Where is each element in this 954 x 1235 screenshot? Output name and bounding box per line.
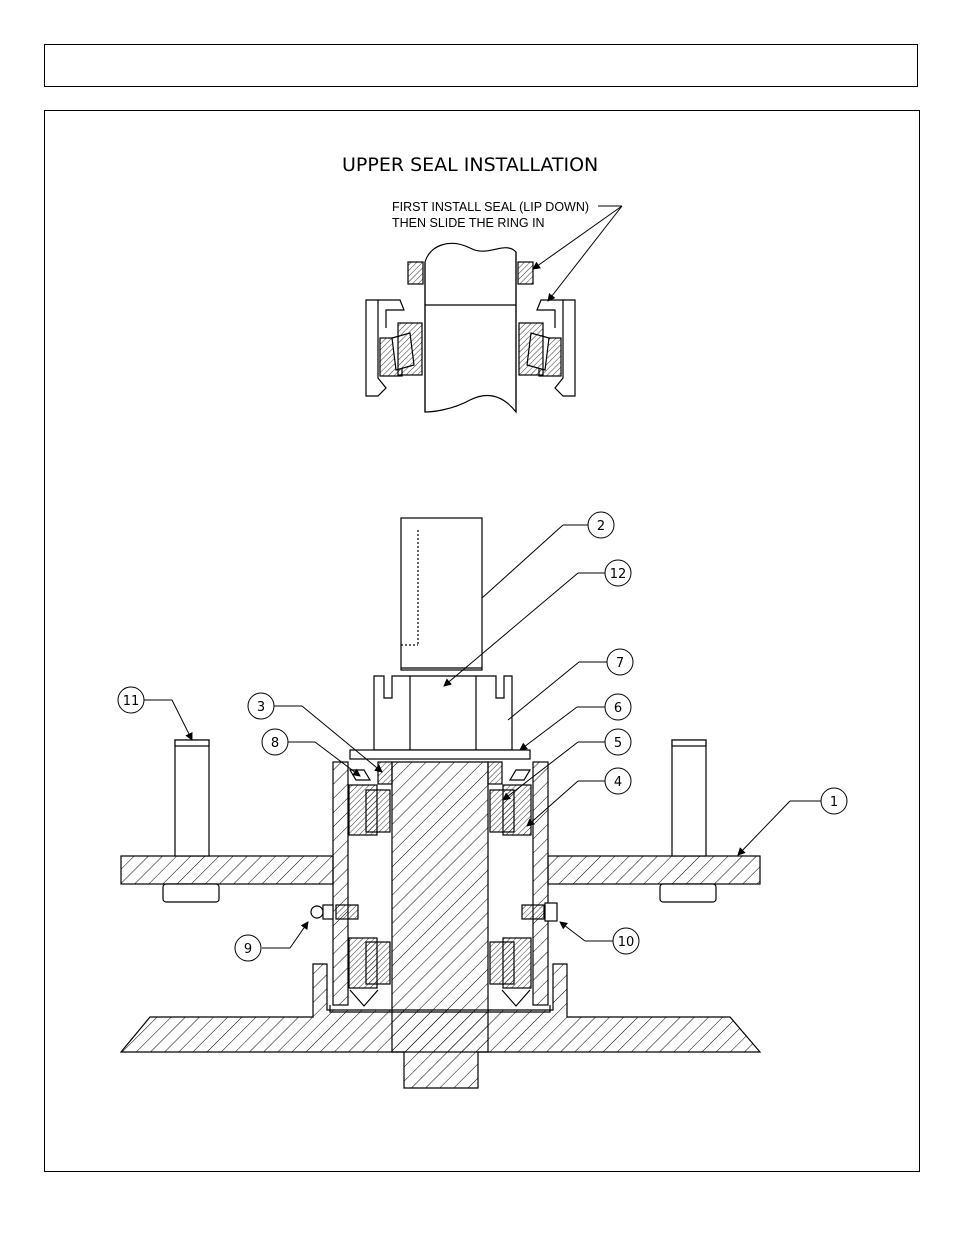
callout-9: 9 — [234, 934, 262, 962]
callout-10: 10 — [612, 927, 640, 955]
header-box — [44, 44, 918, 87]
note-line-1: FIRST INSTALL SEAL (LIP DOWN) — [392, 200, 589, 214]
main-assembly — [119, 517, 762, 1089]
upper-seal-detail — [365, 242, 576, 414]
note-line-2: THEN SLIDE THE RING IN — [392, 216, 545, 230]
callout-7: 7 — [606, 648, 634, 676]
svg-text:10: 10 — [618, 935, 635, 950]
callout-2: 2 — [587, 511, 615, 539]
diagram-frame — [44, 110, 920, 1172]
svg-text:8: 8 — [271, 736, 279, 751]
callout-3: 3 — [247, 692, 275, 720]
callout-11: 11 — [117, 686, 145, 714]
svg-text:7: 7 — [616, 656, 624, 671]
callouts — [144, 524, 821, 949]
svg-text:4: 4 — [614, 775, 622, 790]
svg-text:5: 5 — [614, 736, 622, 751]
svg-text:6: 6 — [614, 701, 622, 716]
callout-8: 8 — [261, 728, 289, 756]
callout-bubbles: 1 2 3 4 5 6 7 8 9 10 11 12 — [117, 511, 848, 962]
callout-6: 6 — [604, 693, 632, 721]
svg-text:2: 2 — [597, 519, 605, 534]
svg-text:11: 11 — [123, 694, 140, 709]
callout-4: 4 — [604, 767, 632, 795]
svg-text:3: 3 — [257, 700, 265, 715]
callout-1: 1 — [820, 787, 848, 815]
callout-12: 12 — [604, 559, 632, 587]
callout-5: 5 — [604, 728, 632, 756]
note-leader-lines — [532, 205, 623, 302]
svg-text:9: 9 — [244, 942, 252, 957]
diagram-title: UPPER SEAL INSTALLATION — [342, 154, 598, 176]
svg-text:1: 1 — [830, 795, 838, 810]
svg-text:12: 12 — [610, 567, 627, 582]
